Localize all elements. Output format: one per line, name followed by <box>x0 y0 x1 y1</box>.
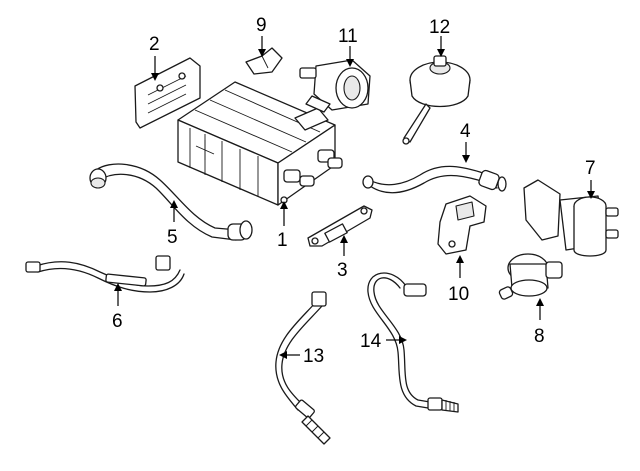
callout-14-number: 14 <box>360 331 382 352</box>
callout-9-number: 9 <box>256 15 267 36</box>
callout-8: 8 <box>534 298 545 347</box>
callout-2: 2 <box>149 34 160 81</box>
part-6-wire-sensor[interactable] <box>25 255 185 293</box>
part-7-valve-assembly[interactable] <box>523 179 619 257</box>
callout-12: 12 <box>429 17 450 57</box>
callout-8-number: 8 <box>534 326 545 347</box>
callout-9: 9 <box>256 15 267 57</box>
callout-4-number: 4 <box>460 121 471 142</box>
part-14-oxygen-sensor[interactable] <box>367 272 459 413</box>
callout-5: 5 <box>167 200 178 248</box>
callout-10-number: 10 <box>448 284 469 305</box>
callout-6: 6 <box>112 283 123 332</box>
callout-6-number: 6 <box>112 311 123 332</box>
part-3-bracket[interactable] <box>307 205 373 247</box>
callout-5-number: 5 <box>167 227 178 248</box>
callout-2-number: 2 <box>149 34 160 55</box>
part-12-actuator[interactable] <box>402 55 471 145</box>
part-10-bracket[interactable] <box>437 195 487 255</box>
callout-11: 11 <box>338 26 358 67</box>
callout-11-number: 11 <box>338 26 358 47</box>
part-4-hose[interactable] <box>362 165 507 194</box>
callout-7-number: 7 <box>585 158 596 179</box>
part-1-canister[interactable] <box>177 81 343 206</box>
callout-10: 10 <box>448 255 469 305</box>
part-8-purge-valve[interactable] <box>498 253 563 300</box>
callout-3-number: 3 <box>337 260 348 281</box>
part-2-bracket[interactable] <box>134 57 201 129</box>
callout-3: 3 <box>337 235 348 281</box>
callout-13: 13 <box>279 346 324 367</box>
callout-1-number: 1 <box>277 230 288 251</box>
part-5-hose[interactable] <box>89 163 253 241</box>
callout-13-number: 13 <box>303 346 324 367</box>
callout-7: 7 <box>585 158 596 199</box>
part-13-oxygen-sensor[interactable] <box>275 291 331 445</box>
callout-1: 1 <box>277 201 288 251</box>
callout-12-number: 12 <box>429 17 450 38</box>
part-11-solenoid[interactable] <box>299 59 371 113</box>
callout-4: 4 <box>460 121 471 163</box>
callout-14: 14 <box>360 331 407 352</box>
